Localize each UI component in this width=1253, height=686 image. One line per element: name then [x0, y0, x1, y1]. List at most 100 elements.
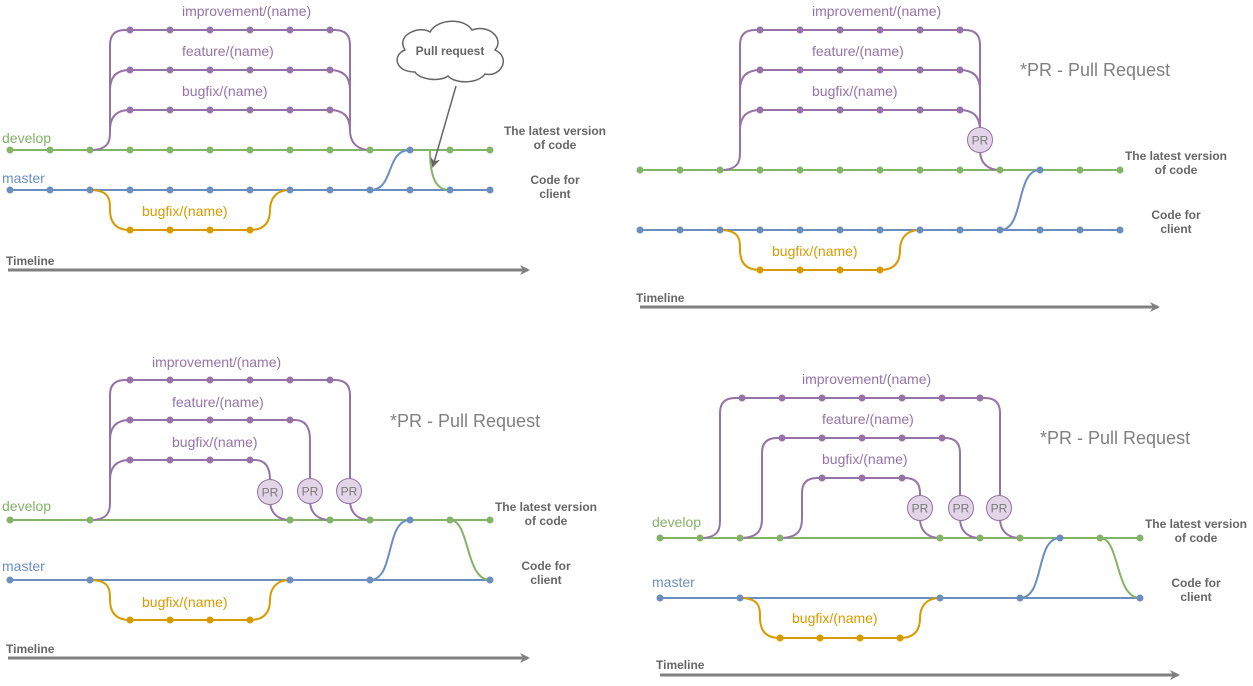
pull-request-cloud-label: Pull request [416, 44, 485, 58]
latest-version-label-1: The latest version [1125, 149, 1227, 163]
develop-to-master-merge [449, 519, 491, 581]
bugfix-label: bugfix/(name) [812, 83, 898, 99]
bugfix-master-commits [756, 266, 884, 274]
master-to-develop-merge [369, 149, 411, 191]
latest-version-label-1: The latest version [495, 500, 597, 514]
code-for-client-label-1: Code for [521, 559, 571, 573]
bugfix-label: bugfix/(name) [172, 434, 258, 450]
svg-text:PR: PR [302, 485, 319, 499]
pr-badge: PR [257, 479, 283, 505]
improvement-branch-line [89, 29, 371, 151]
improvement-label: improvement/(name) [152, 354, 281, 370]
bugfix-label: bugfix/(name) [182, 83, 268, 99]
bugfix-master-label: bugfix/(name) [142, 203, 228, 219]
diagram-4: PR PR PR improvement/(name) feature/(nam… [652, 371, 1247, 680]
svg-text:PR: PR [991, 502, 1008, 516]
improvement-commits [738, 394, 984, 482]
develop-to-master-merge [429, 149, 451, 191]
feature-label: feature/(name) [822, 411, 914, 427]
timeline-label: Timeline [636, 291, 685, 305]
bugfix-master-commits [126, 226, 254, 234]
latest-version-label-1: The latest version [504, 124, 606, 138]
svg-text:PR: PR [912, 502, 929, 516]
code-for-client-label-1: Code for [1171, 576, 1221, 590]
bugfix-develop-branch-line [109, 109, 351, 131]
master-to-develop-merge [999, 169, 1041, 231]
diagram-2: PR improvement/(name) feature/(name) bug… [636, 3, 1227, 312]
code-for-client-label-2: client [530, 573, 561, 587]
bugfix-master-label: bugfix/(name) [142, 594, 228, 610]
latest-version-label-2: of code [525, 514, 568, 528]
bugfix-master-commits [126, 616, 254, 624]
bugfix-master-label: bugfix/(name) [772, 243, 858, 259]
develop-commits [656, 534, 1144, 542]
pr-note: *PR - Pull Request [1040, 428, 1190, 448]
bugfix-label: bugfix/(name) [822, 451, 908, 467]
latest-version-label-2: of code [1155, 163, 1198, 177]
improvement-commits [126, 376, 334, 464]
develop-label: develop [652, 514, 701, 530]
diagram-3: PR PR PR improvement/(name) feature/(nam… [2, 354, 597, 663]
feature-branch-line [739, 69, 981, 91]
pr-badge: PR [297, 478, 323, 504]
feature-branch-line [109, 419, 331, 521]
develop-commits [6, 146, 494, 154]
pr-note: *PR - Pull Request [1020, 60, 1170, 80]
code-for-client-label-2: client [539, 187, 570, 201]
develop-to-master-merge [1099, 537, 1141, 599]
feature-label: feature/(name) [812, 43, 904, 59]
improvement-commits [756, 26, 964, 114]
develop-commits [6, 516, 494, 524]
bugfix-master-branch-line [719, 229, 921, 271]
develop-label: develop [2, 498, 51, 514]
code-for-client-label-1: Code for [1151, 208, 1201, 222]
master-to-develop-merge [369, 519, 411, 581]
code-for-client-label-2: client [1180, 590, 1211, 604]
bugfix-master-branch-line [739, 597, 941, 639]
master-label: master [2, 170, 45, 186]
svg-text:PR: PR [341, 485, 358, 499]
bugfix-master-commits [776, 634, 904, 642]
develop-label: develop [2, 130, 51, 146]
code-for-client-label-1: Code for [530, 173, 580, 187]
bugfix-master-branch-line [89, 189, 291, 231]
improvement-label: improvement/(name) [802, 371, 931, 387]
bugfix-master-label: bugfix/(name) [792, 610, 878, 626]
svg-text:PR: PR [953, 502, 970, 516]
diagram-1: improvement/(name) feature/(name) bugfix… [2, 3, 606, 275]
pr-badge: PR [986, 495, 1012, 521]
develop-commits [636, 166, 1124, 174]
improvement-branch-line [89, 379, 371, 521]
feature-branch-line [109, 69, 351, 91]
pr-note: *PR - Pull Request [390, 411, 540, 431]
pr-badge: PR [948, 495, 974, 521]
latest-version-label-2: of code [1175, 531, 1218, 545]
code-for-client-label-2: client [1160, 222, 1191, 236]
improvement-commits [126, 26, 334, 114]
svg-text:PR: PR [262, 486, 279, 500]
latest-version-label-2: of code [534, 138, 577, 152]
pull-request-cloud-icon [396, 20, 505, 83]
master-commits [636, 166, 1124, 234]
svg-text:PR: PR [972, 134, 989, 148]
master-commits [656, 534, 1144, 602]
bugfix-master-branch-line [89, 579, 291, 621]
master-label: master [2, 558, 45, 574]
bugfix-develop-branch-line [739, 109, 981, 131]
improvement-label: improvement/(name) [812, 3, 941, 19]
bugfix-develop-branch-line [109, 459, 291, 521]
pull-request-arrow [430, 85, 457, 168]
master-label: master [652, 574, 695, 590]
feature-label: feature/(name) [182, 43, 274, 59]
timeline-label: Timeline [656, 658, 705, 672]
latest-version-label-1: The latest version [1145, 517, 1247, 531]
pr-badge: PR [336, 478, 362, 504]
timeline-label: Timeline [6, 254, 55, 268]
pr-badge: PR [967, 127, 993, 153]
pr-badge: PR [907, 495, 933, 521]
improvement-label: improvement/(name) [182, 3, 311, 19]
timeline-label: Timeline [6, 642, 55, 656]
master-commits [6, 516, 494, 584]
master-to-develop-merge [1019, 537, 1061, 599]
